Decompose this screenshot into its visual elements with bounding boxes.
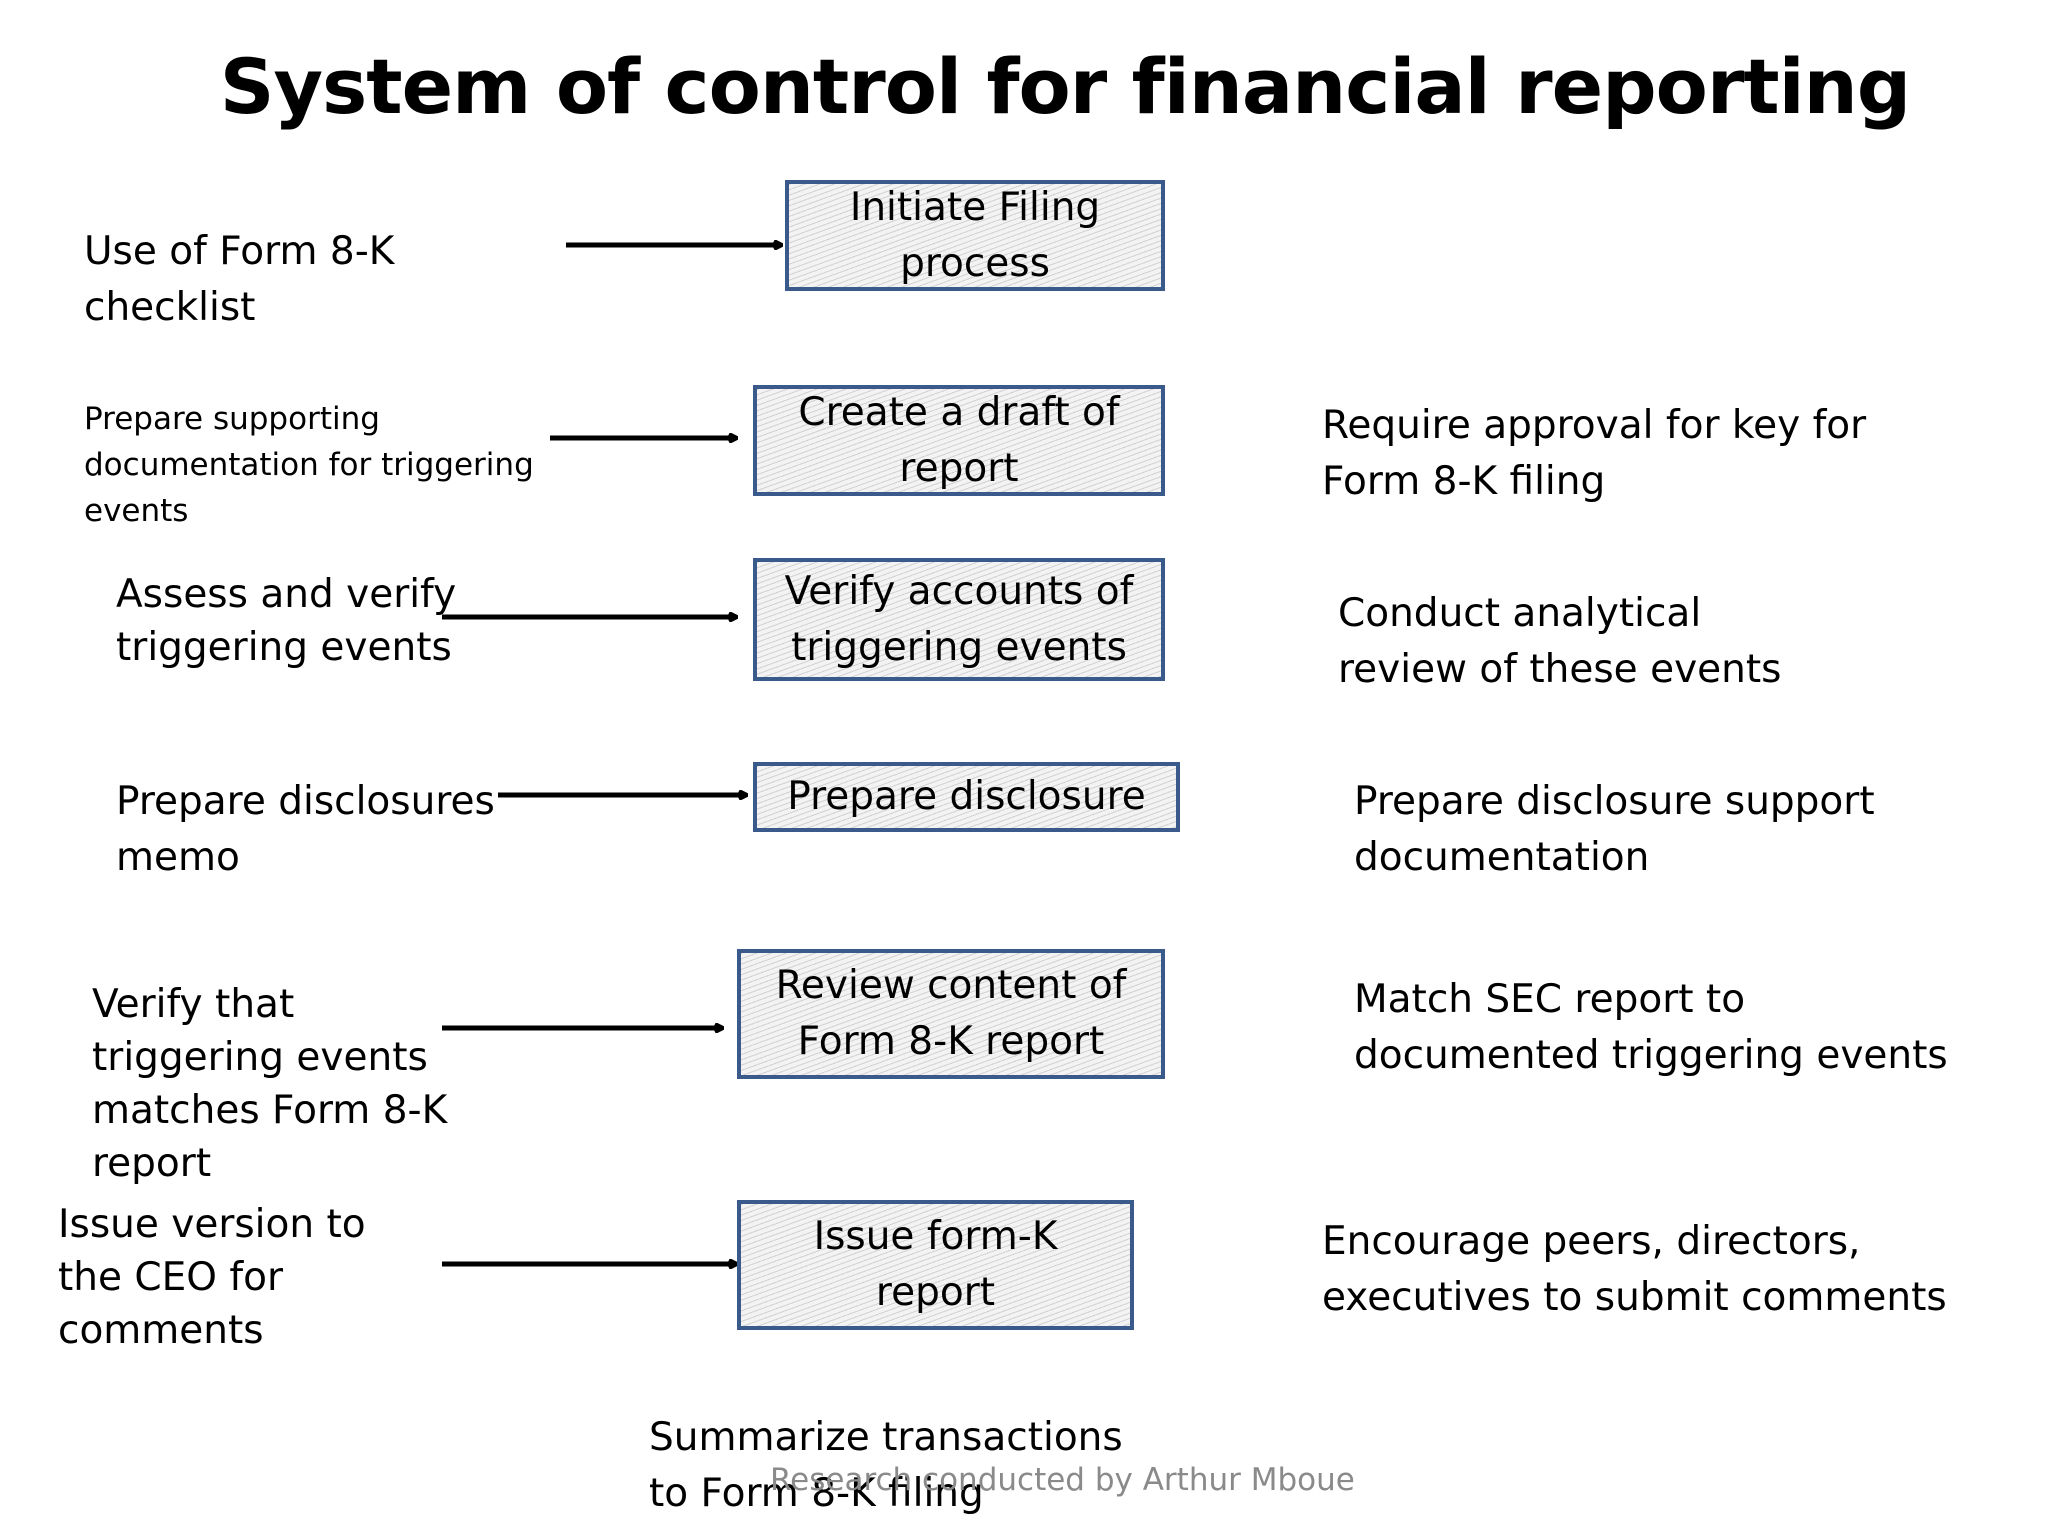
process-box-3: Verify accounts of triggering events	[753, 558, 1165, 681]
process-box-2: Create a draft of report	[753, 385, 1165, 496]
process-box-5: Review content of Form 8-K report	[737, 949, 1165, 1079]
control-left-5: Verify that triggering events matches Fo…	[92, 982, 448, 1186]
control-right-4: Prepare disclosure support documentation	[1354, 779, 1875, 880]
page-title: System of control for financial reportin…	[219, 42, 1911, 131]
process-box-6: Issue form-K report	[737, 1200, 1134, 1330]
bottom-note: Summarize transactions to Form 8-K filin…	[649, 1415, 1123, 1516]
control-left-1: Use of Form 8-K checklist	[84, 229, 395, 330]
control-right-3: Conduct analytical review of these event…	[1338, 591, 1782, 692]
control-left-6: Issue version to the CEO for comments	[58, 1202, 366, 1353]
process-box-4: Prepare disclosure	[753, 762, 1180, 832]
footer-credit: Research conducted by Arthur Mboue	[770, 1462, 1355, 1498]
control-right-5: Match SEC report to documented triggerin…	[1354, 977, 1948, 1078]
control-left-2: Prepare supporting documentation for tri…	[84, 401, 534, 529]
control-left-3: Assess and verify triggering events	[116, 572, 457, 670]
control-right-6: Encourage peers, directors, executives t…	[1322, 1219, 1947, 1320]
control-right-2: Require approval for key for Form 8-K fi…	[1322, 403, 1867, 504]
process-box-1: Initiate Filing process	[785, 180, 1165, 291]
control-left-4: Prepare disclosures memo	[116, 779, 495, 880]
